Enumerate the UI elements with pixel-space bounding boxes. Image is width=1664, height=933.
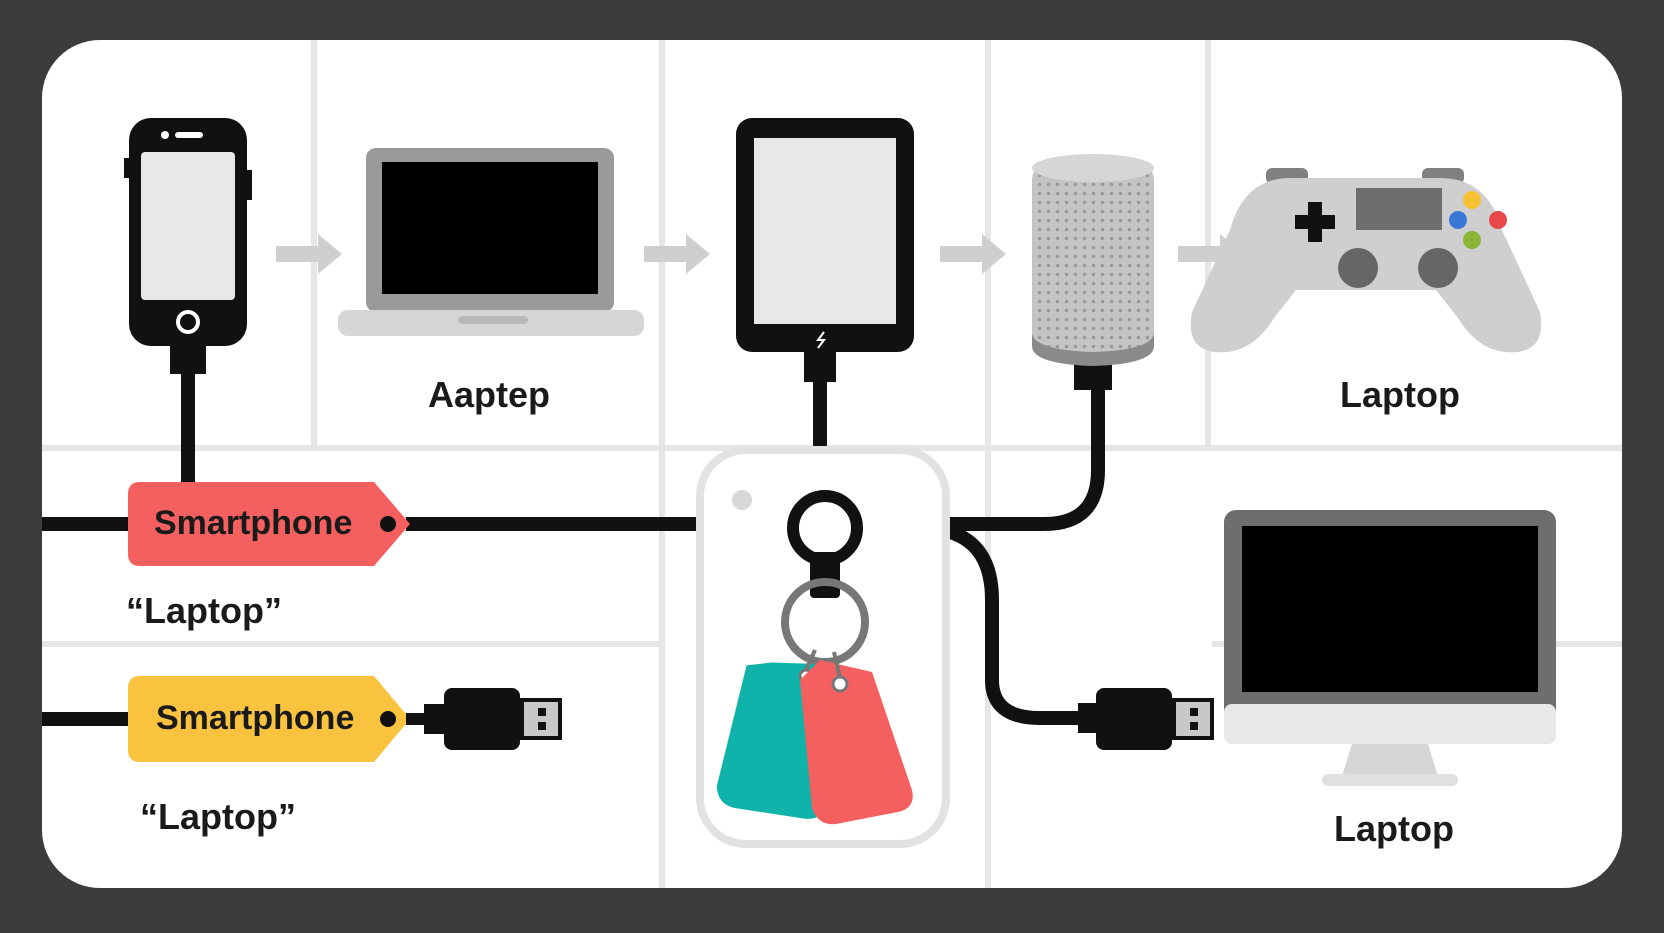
quote-label-yellow: “Laptop” [140, 796, 296, 837]
usb-plug-icon [1078, 688, 1214, 750]
arrow-right-icon [940, 234, 1006, 274]
tag-yellow-label: Smartphone [156, 699, 355, 737]
smartphone-tag-red [128, 482, 410, 566]
monitor-label: Laptop [1334, 808, 1454, 849]
smart-speaker-icon [1032, 154, 1154, 390]
smartphone-icon [124, 118, 252, 374]
cables [42, 370, 1105, 726]
tablet-icon [736, 118, 914, 382]
arrow-right-icon [276, 234, 342, 274]
keychain-hub-icon [696, 446, 950, 848]
usb-plug-icon [406, 688, 562, 750]
laptop-label: Aaptep [428, 374, 551, 415]
monitor-icon [1224, 510, 1556, 786]
arrow-right-icon [644, 234, 710, 274]
tag-red-label: Smartphone [154, 504, 353, 542]
laptop-icon [338, 148, 644, 336]
game-controller-icon [1190, 168, 1542, 353]
quote-label-red: “Laptop” [126, 590, 282, 631]
controller-label: Laptop [1340, 374, 1460, 415]
smartphone-tag-yellow [128, 676, 410, 762]
